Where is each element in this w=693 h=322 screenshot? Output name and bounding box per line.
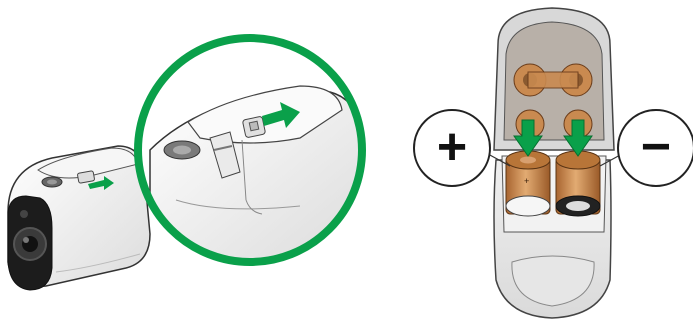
- plus-symbol: +: [437, 118, 467, 176]
- camera-callout-group: [8, 30, 370, 290]
- magnifier-callout-icon: [130, 30, 370, 270]
- svg-text:+: +: [524, 176, 529, 186]
- security-camera-icon: [8, 146, 150, 290]
- minus-symbol: −: [641, 118, 671, 176]
- battery-compartment-group: + + −: [414, 8, 693, 318]
